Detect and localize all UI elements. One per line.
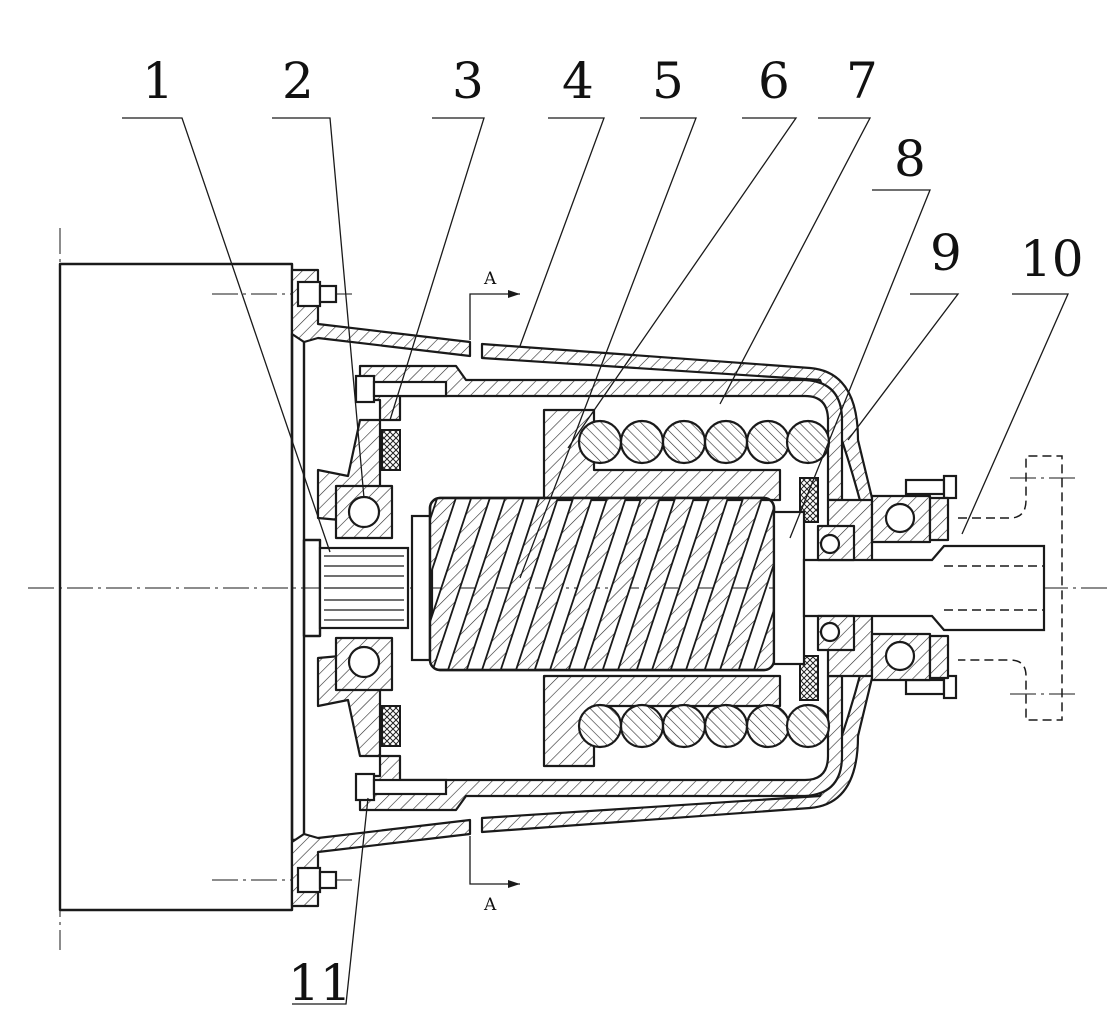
callout-10: 10 — [1020, 230, 1084, 288]
right-bearing-bottom — [872, 634, 948, 680]
spring-coils-top — [579, 421, 829, 463]
callout-3: 3 — [452, 52, 484, 110]
callout-6: 6 — [758, 52, 790, 110]
callout-8: 8 — [894, 130, 926, 188]
worm-screw — [380, 498, 864, 670]
motor-housing — [60, 264, 320, 910]
callout-7: 7 — [846, 52, 878, 110]
callout-2: 2 — [282, 52, 314, 110]
motor-pinion — [320, 548, 408, 628]
callout-11: 11 — [288, 954, 352, 1012]
callout-5: 5 — [652, 52, 684, 110]
output-shaft — [804, 526, 1044, 650]
spring-coils-bottom — [579, 705, 829, 747]
section-marker-bottom: A — [470, 836, 520, 915]
callout-4: 4 — [562, 52, 594, 110]
right-bearing-top — [872, 496, 948, 542]
section-marker-top: A — [470, 269, 520, 340]
callout-1: 1 — [142, 52, 174, 110]
section-label-top: A — [483, 269, 497, 289]
section-label-bottom: A — [483, 895, 497, 915]
callout-9: 9 — [930, 224, 962, 282]
left-bearing-bottom — [336, 638, 392, 690]
